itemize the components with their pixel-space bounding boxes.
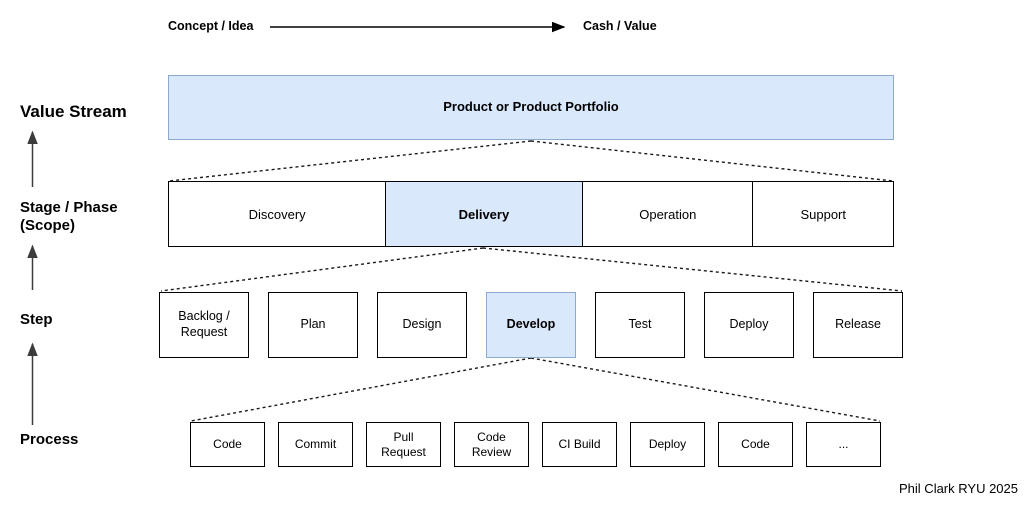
node-product-portfolio: Product or Product Portfolio (168, 75, 894, 140)
credit-text: Phil Clark RYU 2025 (899, 481, 1018, 496)
node-test: Test (595, 292, 685, 358)
level-label-process: Process (20, 431, 79, 448)
node-pull-request: Pull Request (366, 422, 441, 467)
node-code: Code (190, 422, 265, 467)
level-label-step: Step (20, 311, 53, 328)
node-commit: Commit (278, 422, 353, 467)
node-ci-build: CI Build (542, 422, 617, 467)
node-backlog-request: Backlog / Request (159, 292, 249, 358)
level-label-stage-line1: Stage / Phase (20, 199, 118, 216)
node-deploy-process: Deploy (630, 422, 705, 467)
node-code-review: Code Review (454, 422, 529, 467)
step-row: Backlog / Request Plan Design Develop Te… (159, 292, 903, 358)
stage-row: Discovery Delivery Operation Support (168, 181, 894, 247)
node-support: Support (752, 181, 894, 247)
flow-axis-end-label: Cash / Value (583, 19, 657, 33)
level-label-stage: Stage / Phase (Scope) (20, 199, 118, 235)
node-code-2: Code (718, 422, 793, 467)
level-label-value-stream: Value Stream (20, 102, 127, 121)
level-label-stage-line2: (Scope) (20, 217, 76, 234)
node-plan: Plan (268, 292, 358, 358)
node-delivery: Delivery (384, 181, 584, 247)
process-row: Code Commit Pull Request Code Review CI … (190, 422, 881, 467)
node-release: Release (813, 292, 903, 358)
node-ellipsis: ... (806, 422, 881, 467)
node-operation: Operation (581, 181, 754, 247)
node-design: Design (377, 292, 467, 358)
node-deploy: Deploy (704, 292, 794, 358)
node-discovery: Discovery (168, 181, 387, 247)
flow-axis-start-label: Concept / Idea (168, 19, 254, 33)
node-develop: Develop (486, 292, 576, 358)
